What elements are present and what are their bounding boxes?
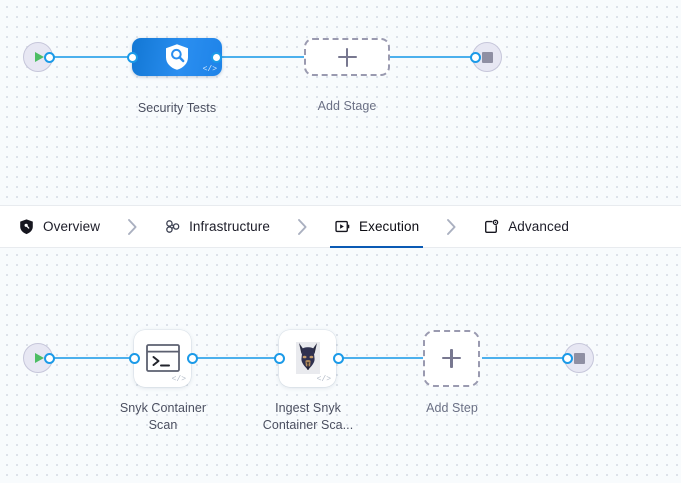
shield-magnifier-icon bbox=[166, 44, 188, 70]
port-security-tests-out[interactable] bbox=[211, 51, 222, 63]
tab-advanced-label: Advanced bbox=[508, 219, 570, 234]
port-ingest-out[interactable] bbox=[333, 352, 344, 364]
play-icon bbox=[35, 52, 44, 62]
stop-icon bbox=[573, 352, 585, 364]
add-stage-button[interactable] bbox=[304, 38, 390, 76]
chevron-right-icon bbox=[127, 218, 137, 235]
port-security-tests-in[interactable] bbox=[127, 51, 138, 63]
stage-code-badge: </> bbox=[202, 65, 217, 74]
tab-infrastructure-label: Infrastructure bbox=[189, 219, 270, 234]
step-node-ingest-snyk-container-scan[interactable]: </> bbox=[279, 329, 336, 387]
step-label-snyk-container-scan: Snyk Container Scan bbox=[88, 400, 238, 434]
chevron-right-icon bbox=[446, 218, 456, 235]
add-step-button[interactable] bbox=[423, 329, 480, 387]
plus-icon bbox=[337, 47, 357, 67]
tab-separator bbox=[274, 218, 330, 236]
execution-play-icon bbox=[335, 220, 350, 233]
tab-execution-label: Execution bbox=[359, 219, 420, 234]
tab-infrastructure[interactable]: Infrastructure bbox=[160, 206, 274, 248]
wire-security-tests-to-add-stage bbox=[214, 56, 310, 58]
execution-start-node[interactable] bbox=[23, 343, 53, 373]
plus-icon bbox=[442, 348, 461, 368]
port-end-in[interactable] bbox=[470, 51, 481, 63]
wire-start-to-snyk-scan bbox=[47, 357, 137, 359]
tab-advanced[interactable]: Advanced bbox=[479, 206, 573, 248]
advanced-gear-icon bbox=[485, 219, 499, 233]
tab-overview-label: Overview bbox=[43, 219, 101, 234]
tab-execution[interactable]: Execution bbox=[330, 206, 424, 249]
chevron-right-icon bbox=[297, 218, 307, 235]
wire-add-step-to-end bbox=[482, 357, 574, 359]
infrastructure-icon bbox=[166, 220, 180, 233]
step-label-line1: Ingest Snyk bbox=[275, 401, 341, 415]
step-label-line1: Snyk Container bbox=[119, 401, 207, 415]
step-node-snyk-container-scan[interactable]: </> bbox=[134, 329, 191, 387]
port-start-out[interactable] bbox=[44, 51, 55, 63]
stop-icon bbox=[481, 51, 493, 63]
terminal-icon bbox=[145, 344, 180, 372]
step-label-line2: Container Sca... bbox=[262, 418, 354, 432]
step-label-line2: Scan bbox=[148, 418, 178, 432]
tab-separator bbox=[104, 218, 160, 236]
port-exec-start-out[interactable] bbox=[44, 352, 55, 364]
tab-separator bbox=[423, 218, 479, 236]
stage-pipeline-canvas[interactable]: </> Security Tests Add Stage bbox=[0, 0, 681, 205]
wire-add-stage-to-end bbox=[384, 56, 482, 58]
stage-node-security-tests[interactable]: </> bbox=[132, 38, 222, 76]
execution-steps-canvas[interactable]: </> </> bbox=[0, 248, 681, 483]
doberman-icon bbox=[295, 342, 320, 374]
stage-label-security-tests: Security Tests bbox=[137, 101, 217, 115]
step-label-line1: Add Step bbox=[426, 401, 478, 415]
stage-label-add-stage: Add Stage bbox=[317, 99, 377, 113]
port-exec-end-in[interactable] bbox=[562, 352, 573, 364]
step-label-add-step: Add Step bbox=[377, 400, 527, 417]
shield-icon bbox=[20, 219, 33, 235]
step-label-ingest-snyk-container-scan: Ingest Snyk Container Sca... bbox=[233, 400, 383, 434]
step-code-badge: </> bbox=[316, 374, 331, 384]
port-snyk-scan-in[interactable] bbox=[129, 352, 140, 364]
play-icon bbox=[35, 353, 44, 363]
port-snyk-scan-out[interactable] bbox=[187, 352, 198, 364]
stage-config-tabs: Overview Infrastructure Execution bbox=[0, 205, 681, 249]
step-code-badge: </> bbox=[171, 374, 186, 384]
wire-start-to-security-tests bbox=[47, 56, 139, 58]
wire-snyk-scan-to-ingest bbox=[190, 357, 282, 359]
wire-ingest-to-add-step bbox=[336, 357, 426, 359]
tab-overview[interactable]: Overview bbox=[14, 206, 104, 248]
port-ingest-in[interactable] bbox=[274, 352, 285, 364]
